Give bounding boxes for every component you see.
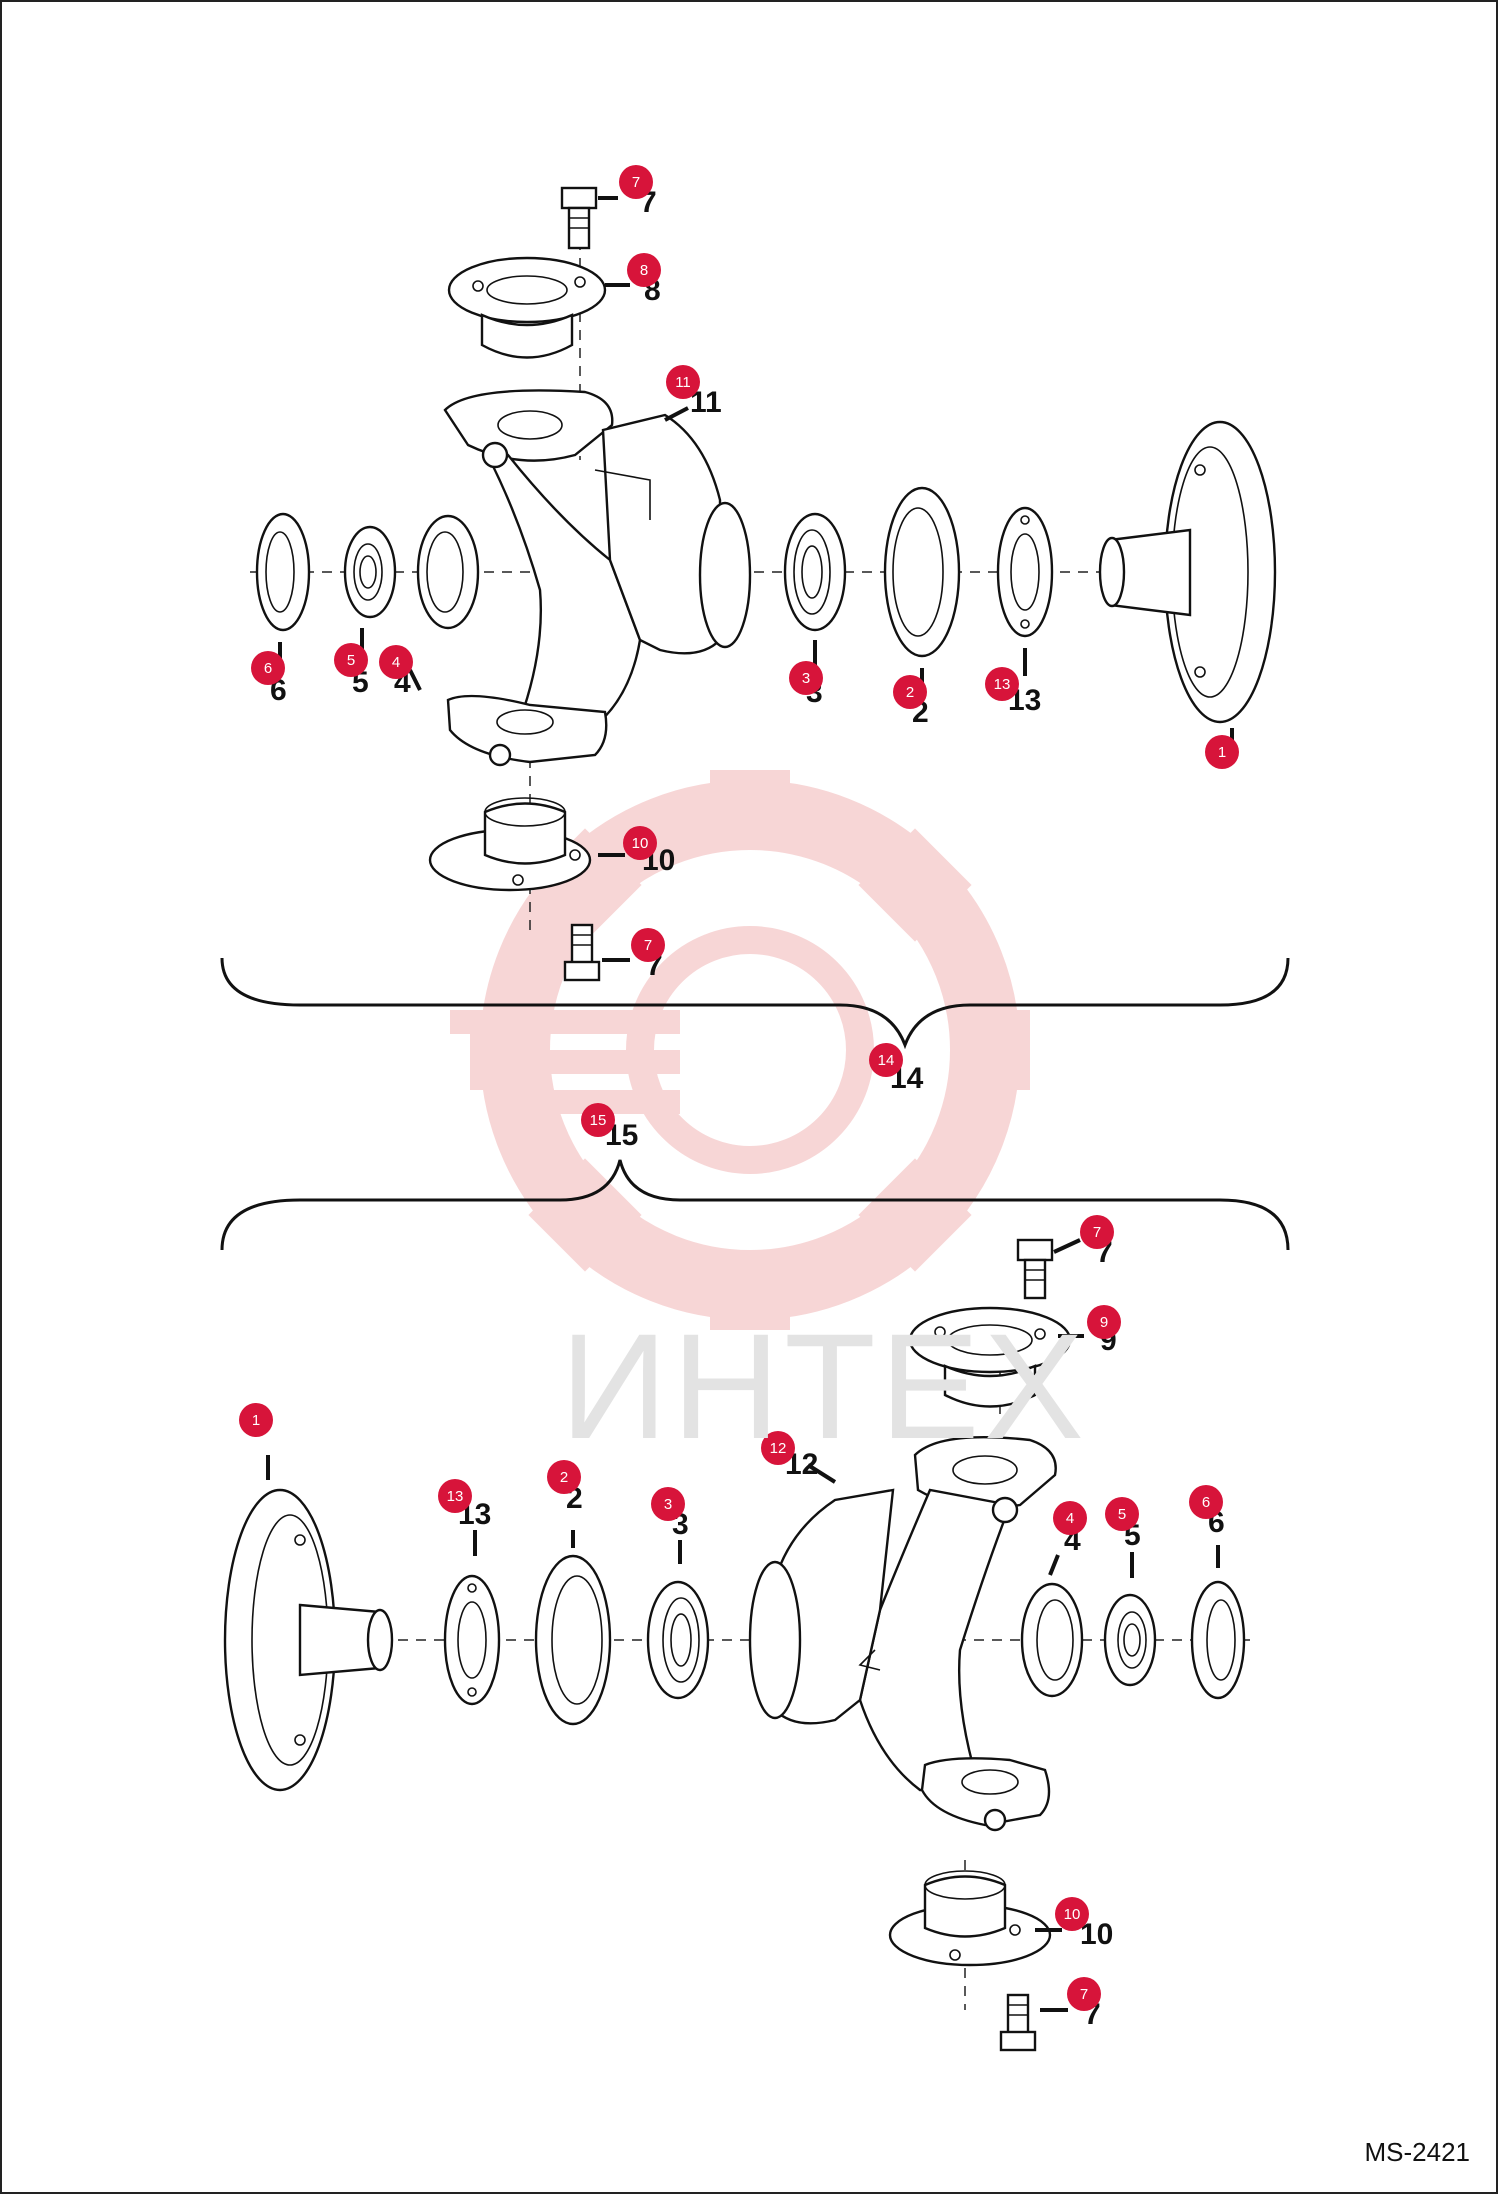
bolt-bottom-upper bbox=[1016, 1238, 1054, 1300]
svg-text:7: 7 bbox=[632, 174, 640, 191]
callout-badge: 13 bbox=[438, 1479, 472, 1513]
seal-2-top bbox=[883, 486, 961, 658]
callout-badges: 7 8 11 6 5 4 3 2 13 1 10 7 14 15 7 9 1 1… bbox=[239, 165, 1239, 2011]
drawing-code: MS-2421 bbox=[1364, 2137, 1471, 2167]
svg-text:5: 5 bbox=[1118, 1506, 1126, 1523]
bearing-3-top bbox=[783, 512, 847, 632]
svg-text:6: 6 bbox=[1202, 1494, 1210, 1511]
callout-badge: 7 bbox=[1067, 1977, 1101, 2011]
svg-text:3: 3 bbox=[664, 1496, 672, 1513]
brace-assembly-14 bbox=[220, 957, 1290, 1050]
callout-badge: 1 bbox=[1205, 735, 1239, 769]
callout-badge: 10 bbox=[623, 826, 657, 860]
shim-13-top bbox=[996, 506, 1054, 638]
callout-badge: 6 bbox=[1189, 1485, 1223, 1519]
svg-text:14: 14 bbox=[878, 1052, 895, 1069]
top-assembly bbox=[250, 186, 1277, 982]
svg-text:6: 6 bbox=[264, 660, 272, 677]
callout-badge: 13 bbox=[985, 667, 1019, 701]
callout-badge: 5 bbox=[334, 643, 368, 677]
callout-badge: 2 bbox=[893, 675, 927, 709]
svg-text:4: 4 bbox=[1066, 1510, 1074, 1527]
kingpin-cap-9 bbox=[908, 1306, 1072, 1408]
callout-badge: 2 bbox=[547, 1460, 581, 1494]
callout-badge: 10 bbox=[1055, 1897, 1089, 1931]
bearing-5-top bbox=[343, 525, 397, 619]
shim-13-bottom bbox=[443, 1574, 501, 1706]
seal-6-bottom bbox=[1190, 1580, 1246, 1700]
hub-spindle-1-top bbox=[1098, 420, 1277, 724]
kingpin-cap-upper bbox=[447, 256, 607, 359]
brace-assembly-15 bbox=[220, 1159, 1290, 1251]
svg-text:8: 8 bbox=[640, 262, 648, 279]
part-numbers: 7 8 11 6 5 4 3 2 13 10 7 14 15 7 9 13 2 … bbox=[270, 186, 1225, 2031]
seal-6-top bbox=[255, 512, 311, 632]
callout-badge: 4 bbox=[1053, 1501, 1087, 1535]
svg-text:11: 11 bbox=[675, 374, 691, 391]
callout-badge: 14 bbox=[869, 1043, 903, 1077]
callout-badge: 12 bbox=[761, 1431, 795, 1465]
bearing-5-bottom bbox=[1103, 1593, 1157, 1687]
bearing-race-4-bottom bbox=[1020, 1582, 1084, 1698]
svg-text:1: 1 bbox=[1218, 744, 1226, 761]
svg-text:12: 12 bbox=[770, 1440, 787, 1457]
svg-text:7: 7 bbox=[1080, 1986, 1088, 2003]
svg-text:2: 2 bbox=[906, 684, 914, 701]
svg-text:4: 4 bbox=[392, 654, 400, 671]
bottom-assembly bbox=[223, 1238, 1250, 2052]
callout-badge: 5 bbox=[1105, 1497, 1139, 1531]
svg-text:2: 2 bbox=[560, 1469, 568, 1486]
svg-text:13: 13 bbox=[447, 1488, 464, 1505]
watermark-text: ИНТЕХ bbox=[560, 1302, 1088, 1470]
kingpin-cap-lower bbox=[428, 797, 592, 892]
hub-spindle-1-bottom bbox=[223, 1488, 394, 1792]
svg-text:13: 13 bbox=[994, 676, 1011, 693]
bolt-bottom-lower bbox=[999, 1993, 1037, 2052]
callout-badge: 7 bbox=[619, 165, 653, 199]
bearing-race-4-top bbox=[416, 514, 480, 630]
kingpin-cap-lower-bottom bbox=[888, 1870, 1052, 1967]
svg-text:15: 15 bbox=[590, 1112, 607, 1129]
callout-badge: 11 bbox=[666, 365, 700, 399]
callout-badge: 6 bbox=[251, 651, 285, 685]
svg-text:9: 9 bbox=[1100, 1314, 1108, 1331]
watermark-gear-icon bbox=[450, 770, 1030, 1330]
callout-badge: 8 bbox=[627, 253, 661, 287]
seal-2-bottom bbox=[534, 1554, 612, 1726]
svg-text:1: 1 bbox=[252, 1412, 260, 1429]
steering-knuckle-left bbox=[443, 389, 752, 767]
svg-text:7: 7 bbox=[644, 937, 652, 954]
steering-knuckle-right bbox=[748, 1435, 1057, 1832]
svg-text:5: 5 bbox=[347, 652, 355, 669]
bolt-top-lower bbox=[563, 923, 601, 982]
svg-text:3: 3 bbox=[802, 670, 810, 687]
callout-badge: 4 bbox=[379, 645, 413, 679]
callout-badge: 3 bbox=[789, 661, 823, 695]
callout-badge: 7 bbox=[1080, 1215, 1114, 1249]
svg-text:10: 10 bbox=[1064, 1906, 1081, 1923]
callout-badge: 15 bbox=[581, 1103, 615, 1137]
svg-text:7: 7 bbox=[1093, 1224, 1101, 1241]
callout-badge: 7 bbox=[631, 928, 665, 962]
leader-lines bbox=[266, 196, 1234, 2012]
callout-badge: 9 bbox=[1087, 1305, 1121, 1339]
bolt-top-upper bbox=[560, 186, 598, 250]
bearing-3-bottom bbox=[646, 1580, 710, 1700]
callout-badge: 1 bbox=[239, 1403, 273, 1437]
callout-badge: 3 bbox=[651, 1487, 685, 1521]
svg-text:10: 10 bbox=[632, 835, 649, 852]
